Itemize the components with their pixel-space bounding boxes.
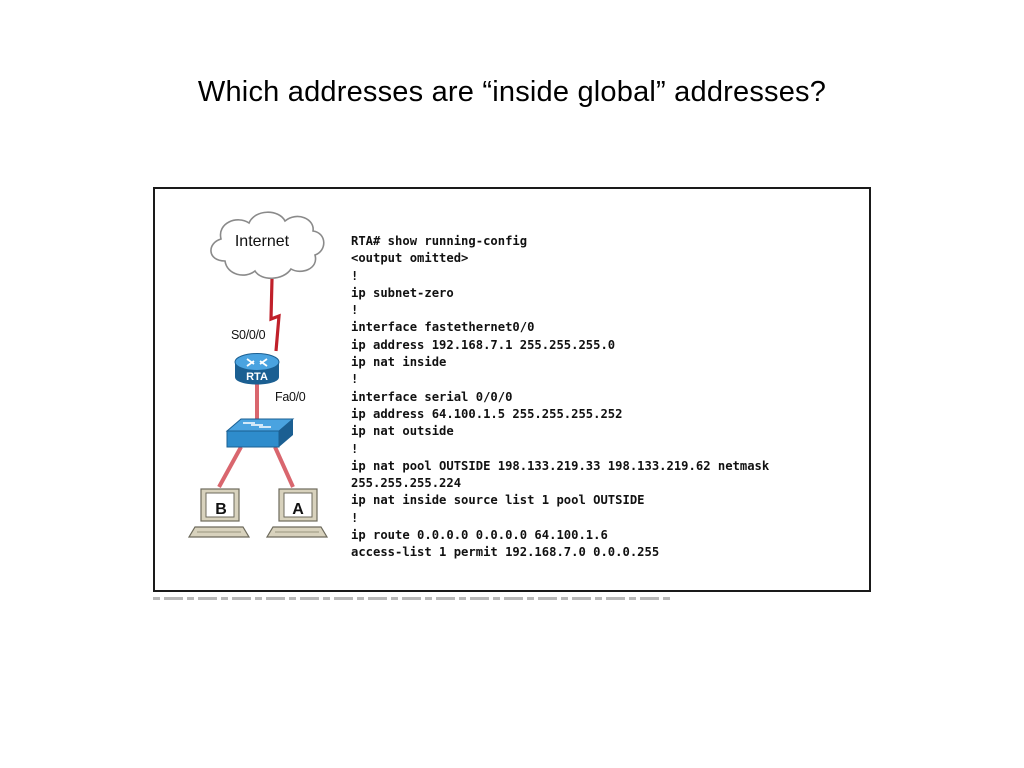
config-line: ! [351, 268, 769, 285]
config-line: RTA# show running-config [351, 233, 769, 250]
config-line: <output omitted> [351, 250, 769, 267]
config-line: ip nat pool OUTSIDE 198.133.219.33 198.1… [351, 458, 769, 475]
running-config-output: RTA# show running-config <output omitted… [351, 233, 769, 562]
config-line: ! [351, 441, 769, 458]
config-line: 255.255.255.224 [351, 475, 769, 492]
config-line: ip route 0.0.0.0 0.0.0.0 64.100.1.6 [351, 527, 769, 544]
config-line: ! [351, 302, 769, 319]
cropped-caption [153, 597, 673, 600]
config-line: interface fastethernet0/0 [351, 319, 769, 336]
config-line: ip nat inside source list 1 pool OUTSIDE [351, 492, 769, 509]
config-line: ip address 64.100.1.5 255.255.255.252 [351, 406, 769, 423]
router-label: RTA [235, 371, 279, 383]
host-b-label: B [209, 501, 233, 519]
switch-pc-b-link [219, 447, 241, 487]
config-line: access-list 1 permit 192.168.7.0 0.0.0.2… [351, 544, 769, 561]
config-line: ip nat outside [351, 423, 769, 440]
fast-ethernet-label: Fa0/0 [275, 390, 305, 404]
slide-title: Which addresses are “inside global” addr… [0, 76, 1024, 109]
switch-pc-a-link [275, 447, 293, 487]
network-figure: Internet S0/0/0 RTA Fa0/0 B A RTA# show … [153, 187, 871, 592]
host-a-label: A [286, 501, 310, 519]
serial-interface-label: S0/0/0 [231, 328, 265, 342]
internet-label: Internet [215, 233, 309, 251]
config-line: ip subnet-zero [351, 285, 769, 302]
config-line: ip nat inside [351, 354, 769, 371]
config-line: ! [351, 510, 769, 527]
config-line: interface serial 0/0/0 [351, 389, 769, 406]
serial-link [271, 279, 279, 351]
config-line: ip address 192.168.7.1 255.255.255.0 [351, 337, 769, 354]
config-line: ! [351, 371, 769, 388]
switch-icon [227, 419, 293, 447]
